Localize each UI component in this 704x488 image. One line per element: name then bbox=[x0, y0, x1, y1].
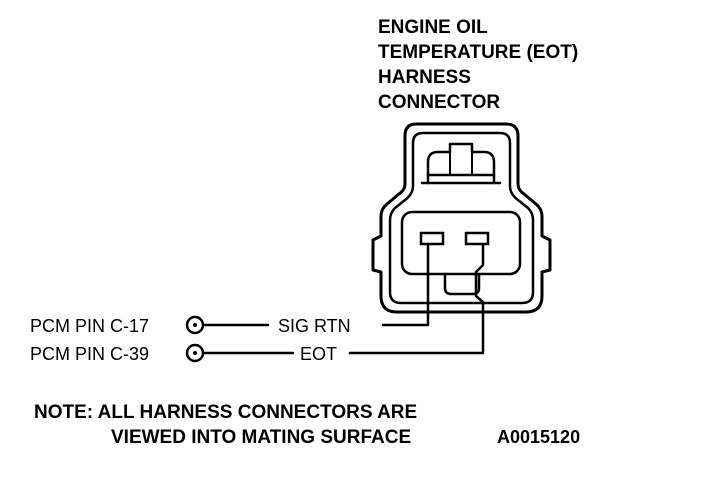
wire-sig-rtn bbox=[381, 242, 430, 327]
terminal-sig-rtn bbox=[419, 231, 445, 246]
figure-code: A0015120 bbox=[497, 427, 580, 447]
connector-title: ENGINE OIL TEMPERATURE (EOT) HARNESS CON… bbox=[378, 17, 578, 113]
connector-title-line-3: HARNESS bbox=[378, 67, 471, 88]
connector-title-line-2: TEMPERATURE (EOT) bbox=[378, 42, 578, 63]
signal-label-sig-rtn: SIG RTN bbox=[278, 316, 351, 336]
pcm-pin-c39: PCM PIN C-39 EOT bbox=[30, 343, 337, 364]
pcm-pin-c17-label: PCM PIN C-17 bbox=[30, 316, 149, 336]
connector-title-line-4: CONNECTOR bbox=[378, 92, 500, 113]
wiring bbox=[201, 242, 485, 355]
note-line-1: NOTE: ALL HARNESS CONNECTORS ARE bbox=[34, 402, 417, 423]
note: NOTE: ALL HARNESS CONNECTORS ARE VIEWED … bbox=[34, 402, 417, 448]
signal-label-eot: EOT bbox=[300, 344, 337, 364]
connector-title-line-1: ENGINE OIL bbox=[378, 17, 488, 38]
note-line-2: VIEWED INTO MATING SURFACE bbox=[111, 427, 411, 448]
pcm-pin-c17: PCM PIN C-17 SIG RTN bbox=[30, 315, 351, 336]
connector-body bbox=[371, 122, 552, 314]
terminal-eot bbox=[464, 231, 490, 246]
pcm-pin-c39-label: PCM PIN C-39 bbox=[30, 344, 149, 364]
wire-eot bbox=[348, 242, 485, 355]
